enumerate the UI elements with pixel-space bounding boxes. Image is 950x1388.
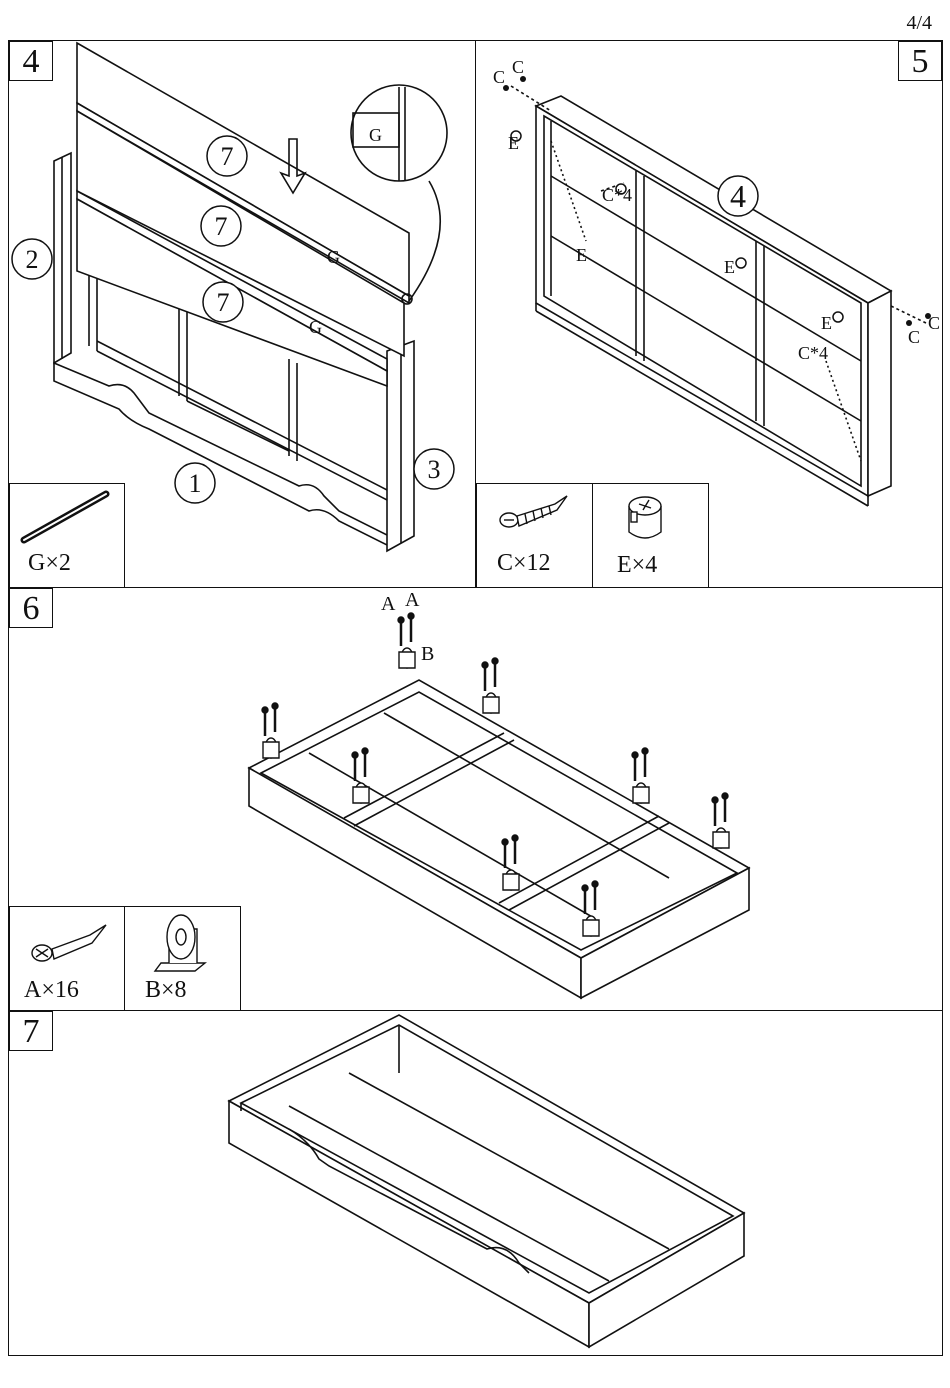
part-label-a: A×16	[24, 977, 79, 1004]
step-7-illustration	[9, 1011, 944, 1357]
part-box-a: A×16	[9, 906, 125, 1012]
letter-e-4: E	[821, 313, 832, 333]
part-box-g: G×2	[9, 483, 125, 589]
part-label-c: C×12	[497, 550, 551, 577]
part-label-g: G×2	[28, 550, 71, 577]
step-7-number: 7	[9, 1011, 53, 1051]
part-number-7-middle: 7	[215, 212, 228, 241]
caster-with-screws	[262, 703, 279, 758]
part-number-7-top: 7	[221, 142, 234, 171]
letter-a-label-2: A	[405, 589, 420, 611]
wood-screw-icon	[500, 496, 567, 527]
caster-with-screws	[712, 793, 729, 848]
letter-e-1: E	[508, 133, 519, 153]
letter-c-4: C	[928, 313, 940, 333]
letter-e-2: C*4	[602, 185, 632, 205]
caster-with-screws	[632, 748, 649, 803]
part-label-e: E×4	[617, 552, 657, 579]
page-number: 4/4	[906, 12, 932, 35]
cam-lock-icon	[629, 497, 661, 538]
part-box-e: E×4	[592, 483, 709, 589]
part-number-7-bottom: 7	[217, 288, 230, 317]
step-6-panel: A A B 6 A×16 B×8	[8, 587, 943, 1011]
letter-c-2: C	[512, 57, 524, 77]
caster-wheel-icon	[155, 915, 205, 971]
part-number-4: 4	[730, 178, 746, 214]
letter-c4-1: E	[576, 245, 587, 265]
step-7-panel: 7	[8, 1010, 943, 1356]
letter-g-2: G	[309, 317, 322, 337]
part-box-c: C×12	[476, 483, 593, 589]
caster-with-screws	[398, 613, 415, 668]
step-6-number: 6	[9, 588, 53, 628]
letter-c-3: C	[908, 327, 920, 347]
part-number-3: 3	[428, 455, 441, 484]
letter-a-label: A	[381, 593, 396, 615]
step-5-number: 5	[898, 41, 942, 81]
part-number-2: 2	[26, 245, 39, 274]
letter-g-1: G	[327, 247, 340, 267]
letter-e-3: E	[724, 257, 735, 277]
letter-b-label: B	[421, 643, 434, 665]
step-4-panel: 7 7 7 2 1 3 G G G 4 G×2	[8, 40, 476, 588]
caster-with-screws	[482, 658, 499, 713]
letter-g-detail: G	[369, 125, 382, 145]
screw-icon	[32, 925, 106, 961]
dowel-rod-icon	[24, 494, 106, 540]
part-number-1: 1	[189, 469, 202, 498]
step-5-panel: 4 C C E E C*4 E E C C C*4 5 C×12	[475, 40, 943, 588]
letter-c-1: C	[493, 67, 505, 87]
letter-c4-2: C*4	[798, 343, 828, 363]
part-label-b: B×8	[145, 977, 187, 1004]
step-4-number: 4	[9, 41, 53, 81]
part-box-b: B×8	[124, 906, 241, 1012]
